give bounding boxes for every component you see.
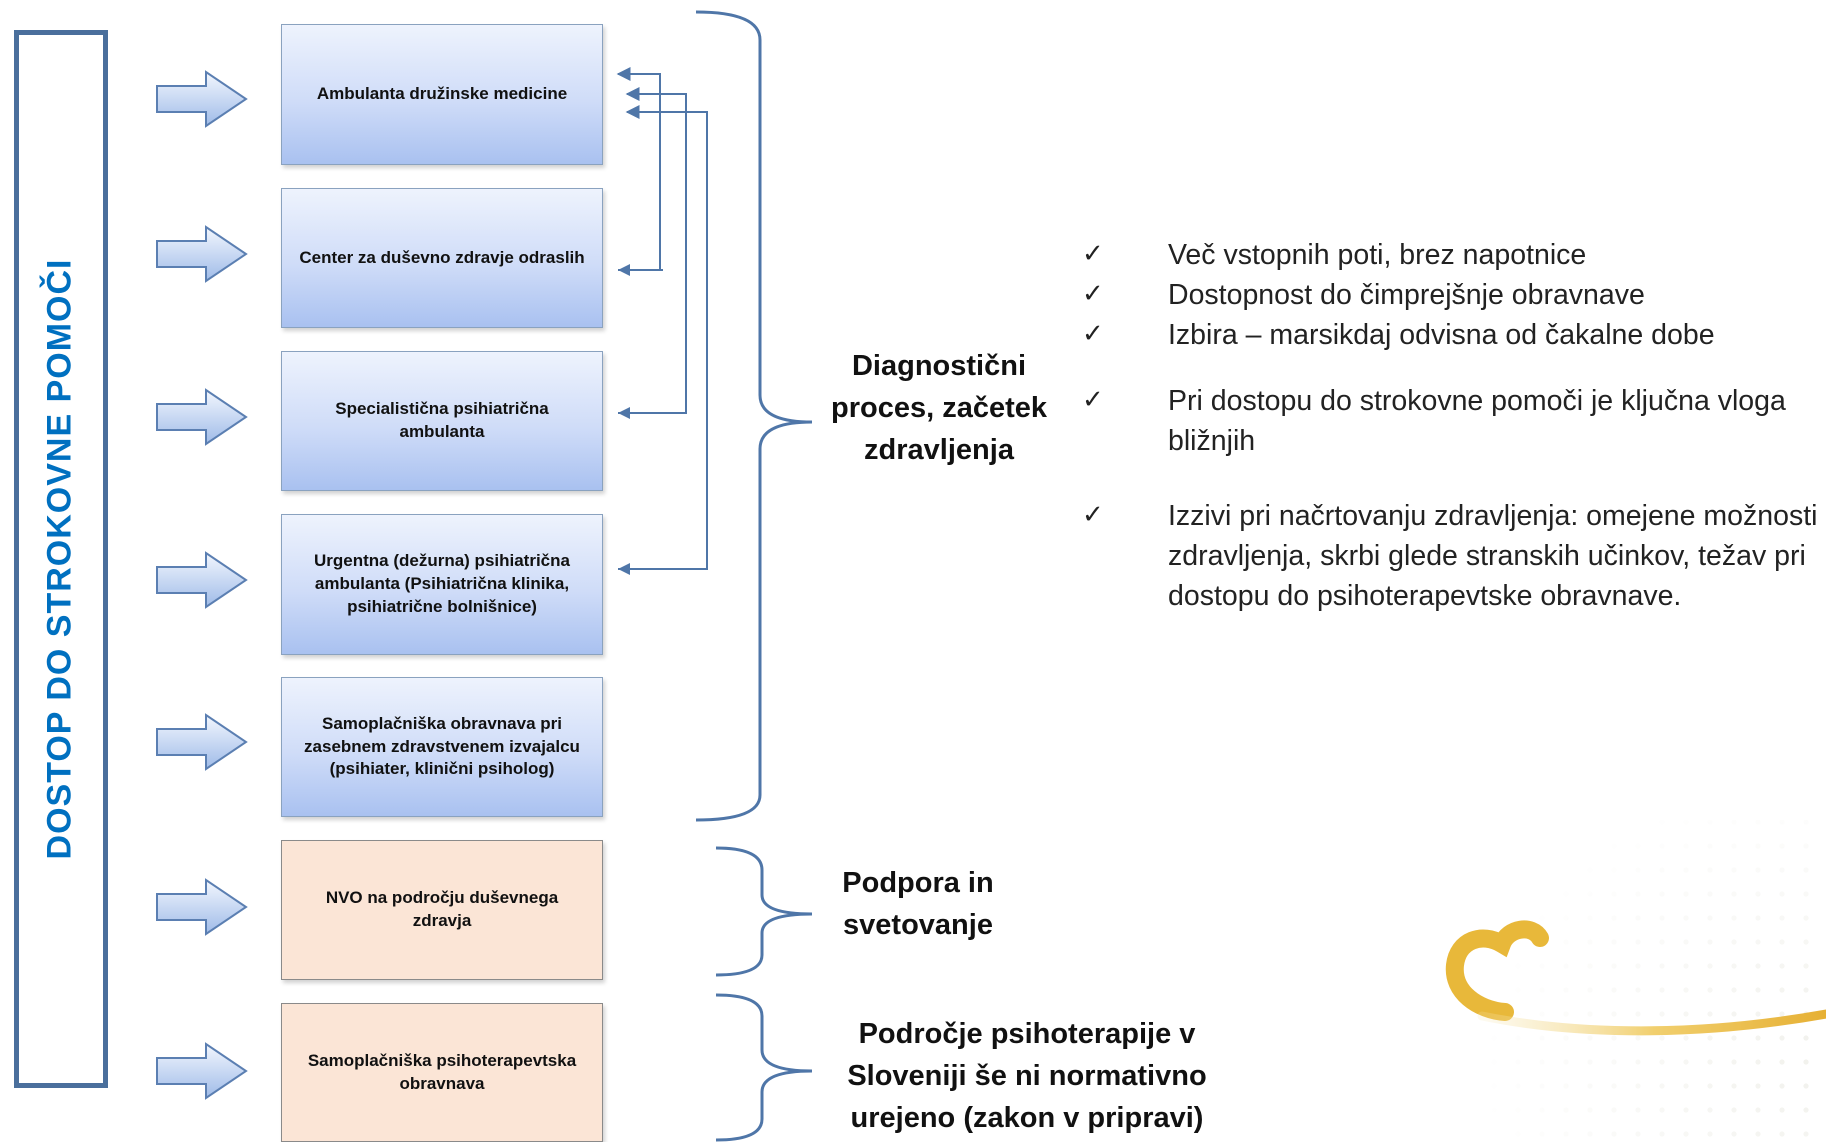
section-label-psychotherapy: Področje psihoterapije v Sloveniji še ni…	[847, 1018, 1207, 1135]
checklist-item: ✓ Pri dostopu do strokovne pomoči je klj…	[1082, 382, 1822, 462]
input-arrow-icon	[156, 878, 248, 936]
input-arrow-icon	[156, 713, 248, 771]
bracket-support	[715, 846, 813, 977]
input-arrows	[156, 70, 248, 1100]
check-icon: ✓	[1082, 239, 1104, 269]
logo-heart-icon	[1445, 920, 1826, 1036]
box-ngo: NVO na področju duševnega zdravja	[281, 840, 603, 980]
connector-arrowhead	[618, 264, 630, 276]
brackets	[695, 10, 813, 1142]
connector-arrowhead	[618, 563, 630, 575]
checklist-item: ✓ Izbira – marsikdaj odvisna od čakalne …	[1082, 316, 1822, 356]
connector-line	[618, 87, 687, 414]
box-mental-health-center: Center za duševno zdravje odraslih	[281, 188, 603, 328]
box-psychiatric-clinic: Specialistična psihiatrična ambulanta	[281, 351, 603, 491]
bracket-diagnostic	[695, 10, 813, 822]
section-label-diagnostic: Diagnostični proces, začetek zdravljenja	[830, 350, 1047, 467]
input-arrow-icon	[156, 70, 248, 128]
checklist-item: ✓ Več vstopnih poti, brez napotnice	[1082, 236, 1822, 276]
input-arrow-icon	[156, 388, 248, 446]
connector-arrows	[616, 67, 708, 570]
box-text: Center za duševno zdravje odraslih	[299, 247, 585, 267]
connector-arrowheads	[618, 264, 630, 575]
box-private-psychotherapy: Samoplačniška psihoterapevtska obravnava	[281, 1003, 603, 1142]
checklist-text: Pri dostopu do strokovne pomoči je ključ…	[1168, 384, 1786, 457]
input-arrow-icon	[156, 551, 248, 609]
box-private-provider: Samoplačniška obravnava pri zasebnem zdr…	[281, 677, 603, 817]
checklist-item: ✓ Izzivi pri načrtovanju zdravljenja: om…	[1082, 497, 1822, 617]
bracket-psychotherapy	[715, 993, 813, 1142]
side-frame	[14, 30, 108, 1088]
benefits-checklist: ✓ Več vstopnih poti, brez napotnice ✓ Do…	[1082, 236, 1822, 617]
watermark-dots	[1440, 820, 1826, 1142]
box-text: Ambulanta družinske medicine	[316, 84, 568, 104]
side-title: DOSTOP DO STROKOVNE POMOČI	[40, 258, 79, 860]
connector-line	[618, 105, 708, 570]
checklist-text: Več vstopnih poti, brez napotnice	[1168, 239, 1587, 271]
section-label-support: Podpora in svetovanje	[842, 867, 994, 942]
box-text: Samoplačniška obravnava pri zasebnem zdr…	[304, 713, 580, 779]
connector-line	[616, 67, 663, 271]
checklist-text: Izzivi pri načrtovanju zdravljenja: omej…	[1168, 500, 1818, 613]
input-arrow-icon	[156, 225, 248, 283]
box-family-medicine: Ambulanta družinske medicine	[281, 24, 603, 165]
connector-arrowhead	[618, 407, 630, 419]
checklist-text: Dostopnost do čimprejšnje obravnave	[1168, 278, 1645, 311]
box-text: Samoplačniška psihoterapevtska obravnava	[307, 1050, 577, 1093]
check-icon: ✓	[1082, 500, 1104, 531]
box-text: NVO na področju duševnega zdravja	[325, 888, 559, 930]
box-emergency-psychiatry: Urgentna (dežurna) psihiatrična ambulant…	[281, 514, 603, 655]
checklist-item: ✓ Dostopnost do čimprejšnje obravnave	[1082, 276, 1822, 316]
check-icon: ✓	[1082, 384, 1104, 415]
box-text: Specialistična psihiatrična ambulanta	[335, 399, 549, 441]
box-text: Urgentna (dežurna) psihiatrična ambulant…	[314, 551, 570, 616]
check-icon: ✓	[1082, 278, 1104, 309]
input-arrow-icon	[156, 1042, 248, 1100]
checklist-text: Izbira – marsikdaj odvisna od čakalne do…	[1168, 318, 1715, 351]
check-icon: ✓	[1082, 318, 1104, 349]
